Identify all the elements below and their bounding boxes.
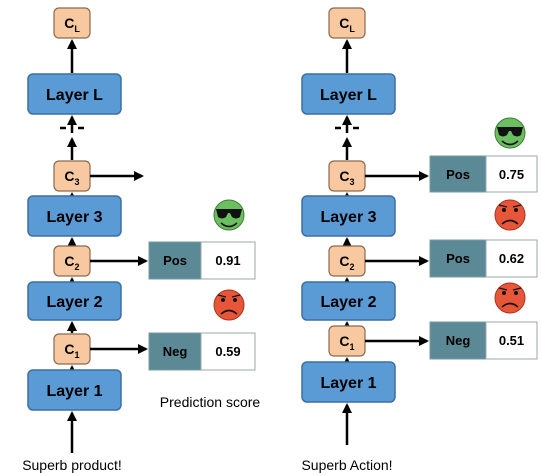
right-layer-l: Layer L — [301, 73, 396, 115]
right-input-text: Superb Action! — [301, 457, 392, 473]
svg-text:Neg: Neg — [446, 333, 471, 348]
right-cell-cl: CL — [328, 7, 366, 39]
svg-text:Layer 1: Layer 1 — [46, 383, 102, 400]
svg-text:0.62: 0.62 — [499, 251, 524, 266]
right-pred-score-c1: 0.51 — [485, 321, 538, 360]
left-cell-c2: C2 — [53, 245, 91, 277]
right-pred-score-c2: 0.62 — [485, 239, 538, 278]
svg-text:CL: CL — [339, 15, 355, 34]
svg-text:C3: C3 — [339, 168, 354, 187]
left-layer-2: Layer 2 — [27, 281, 122, 321]
svg-text:CL: CL — [64, 15, 80, 34]
svg-text:Layer 3: Layer 3 — [320, 209, 376, 226]
right-cell-c3: C3 — [328, 160, 366, 192]
svg-text:Pos: Pos — [446, 167, 470, 182]
right-layer-1: Layer 1 — [301, 361, 396, 403]
right-pred-score-c3: 0.75 — [485, 155, 538, 193]
right-layer-2: Layer 2 — [301, 281, 396, 321]
left-layer-1: Layer 1 — [27, 369, 122, 411]
svg-text:Layer L: Layer L — [320, 87, 377, 104]
svg-text:Layer 2: Layer 2 — [320, 294, 376, 311]
left-cell-cl: CL — [53, 7, 91, 39]
right-emoji-c1 — [494, 282, 526, 314]
svg-text:Layer L: Layer L — [46, 87, 103, 104]
left-pred-label-c2: Pos — [148, 241, 202, 280]
left-pred-label-c1: Neg — [148, 332, 202, 371]
right-pred-label-c3: Pos — [429, 155, 487, 193]
left-pred-score-c1: 0.59 — [200, 332, 256, 371]
left-pred-score-c2: 0.91 — [200, 241, 256, 280]
svg-text:Pos: Pos — [446, 251, 470, 266]
svg-text:0.51: 0.51 — [499, 333, 524, 348]
svg-text:Layer 1: Layer 1 — [320, 375, 376, 392]
right-pred-label-c2: Pos — [429, 239, 487, 278]
svg-text:Pos: Pos — [163, 253, 187, 268]
svg-text:C1: C1 — [339, 333, 354, 352]
left-cell-c3: C3 — [53, 160, 91, 192]
svg-text:Layer 3: Layer 3 — [46, 209, 102, 226]
right-cell-c2: C2 — [328, 245, 366, 277]
svg-text:Layer 2: Layer 2 — [46, 294, 102, 311]
svg-text:0.75: 0.75 — [499, 167, 524, 182]
svg-text:C1: C1 — [64, 341, 79, 360]
svg-text:Neg: Neg — [163, 344, 188, 359]
right-network: CL Layer L C3 Layer 3 C2 — [301, 7, 538, 473]
right-layer-3: Layer 3 — [301, 195, 396, 237]
left-emoji-pos — [213, 199, 245, 231]
left-input-text: Superb product! — [22, 457, 122, 473]
right-pred-label-c1: Neg — [429, 321, 487, 360]
left-cell-c1: C1 — [53, 333, 91, 365]
svg-text:0.91: 0.91 — [215, 253, 240, 268]
left-layer-3: Layer 3 — [27, 195, 122, 237]
left-layer-l: Layer L — [27, 73, 122, 115]
left-network: CL Layer L C3 Layer 3 C2 — [22, 7, 261, 473]
svg-text:C2: C2 — [64, 253, 79, 272]
svg-text:C3: C3 — [64, 168, 79, 187]
right-emoji-c3 — [494, 117, 526, 149]
svg-text:0.59: 0.59 — [215, 344, 240, 359]
right-cell-c1: C1 — [328, 325, 366, 357]
right-emoji-c2 — [494, 199, 526, 231]
prediction-score-caption: Prediction score — [160, 394, 261, 410]
left-emoji-neg — [213, 289, 245, 321]
svg-text:C2: C2 — [339, 253, 354, 272]
